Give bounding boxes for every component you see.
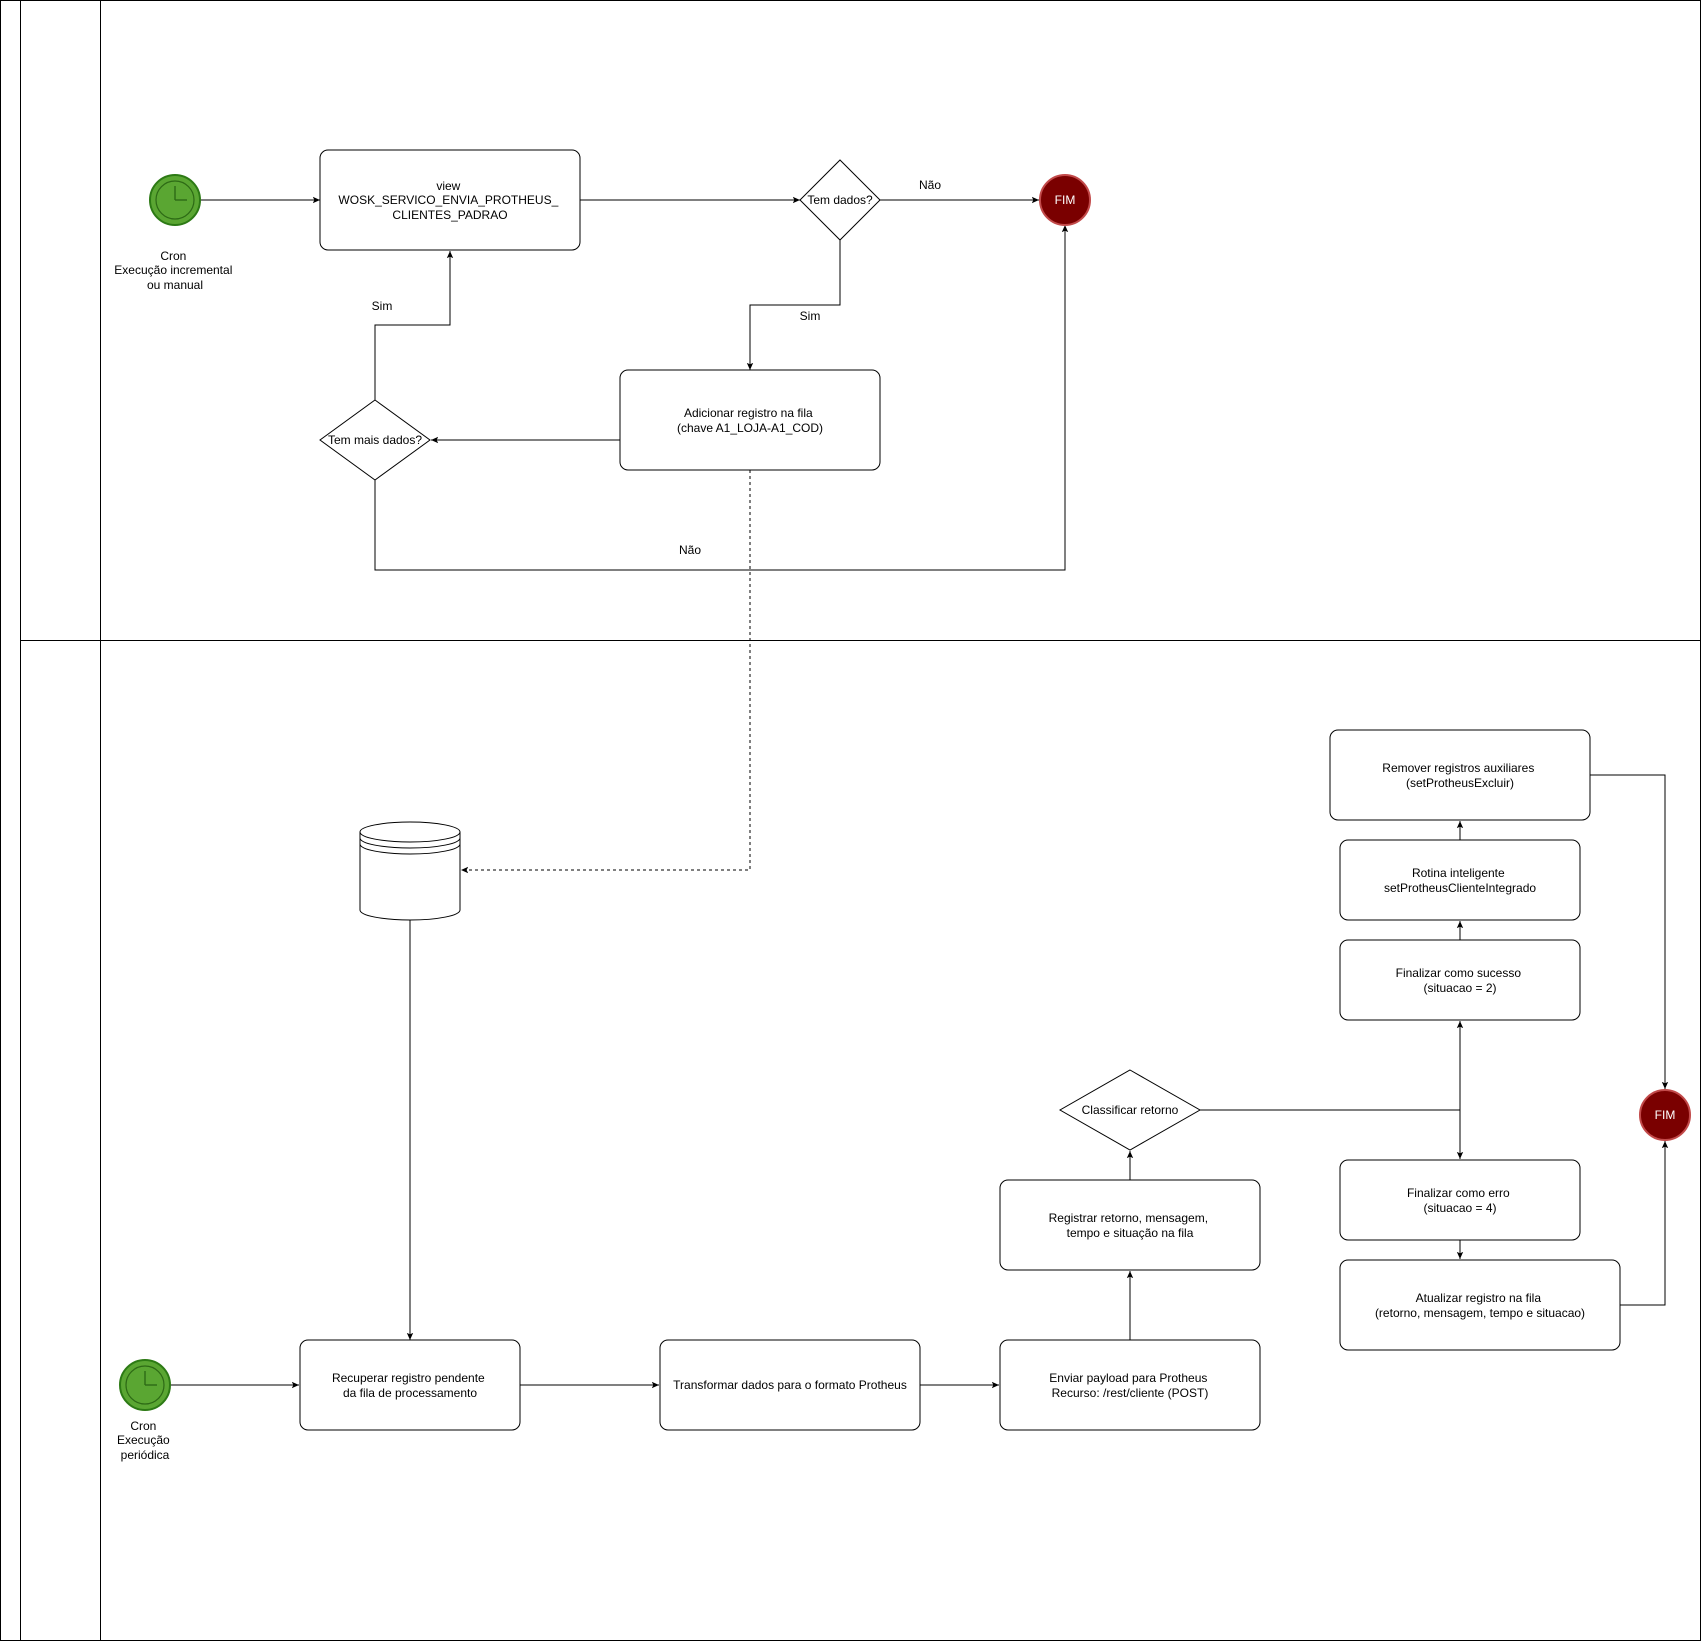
lane2-connectors — [171, 774, 1669, 1389]
svg-text:Tem dados?: Tem dados? — [807, 193, 873, 207]
clock-icon — [155, 180, 195, 220]
success-task[interactable]: Finalizar como sucesso (situacao = 2) — [1339, 939, 1581, 1021]
decision-tem-dados[interactable]: Tem dados? — [799, 159, 881, 241]
lane1-connectors — [201, 196, 1069, 874]
svg-text:Adicionar registro na fila: Adicionar registro na fila (chave A1_LOJ… — [677, 406, 823, 435]
recover-task[interactable]: Recuperar registro pendente da fila de p… — [299, 1339, 521, 1431]
svg-text:Finalizar como erro (sit: Finalizar como erro (situacao = 4) — [1407, 1186, 1513, 1215]
remove-aux-task[interactable]: Remover registros auxiliares (setProtheu… — [1329, 729, 1591, 821]
svg-text:Tem mais dados?: Tem mais dados? — [328, 433, 422, 447]
edge-more-to-view — [374, 251, 454, 400]
svg-text:Enviar payload para Protheus: Enviar payload para Protheus Recurso: /r… — [1049, 1371, 1210, 1400]
edge-add-to-datastore — [461, 470, 751, 874]
end-event-icon: FIM — [1655, 1108, 1676, 1122]
lane1-start-event[interactable] — [149, 174, 201, 226]
lane2-start-event[interactable] — [119, 1359, 171, 1411]
register-task[interactable]: Registrar retorno, mensagem, tempo e sit… — [999, 1179, 1261, 1271]
label-nao-1: Não — [919, 178, 941, 192]
send-task[interactable]: Enviar payload para Protheus Recurso: /r… — [999, 1339, 1261, 1431]
end-event-icon: FIM — [1055, 193, 1076, 207]
decision-classificar-retorno[interactable]: Classificar retorno — [1058, 1069, 1202, 1151]
lane2-end-event[interactable]: FIM — [1639, 1089, 1691, 1141]
smart-routine-task[interactable]: Rotina inteligente setProtheusClienteInt… — [1339, 839, 1581, 921]
edge-update-to-end — [1620, 1141, 1669, 1306]
add-queue-task[interactable]: Adicionar registro na fila (chave A1_LOJ… — [619, 369, 881, 471]
svg-text:Rotina inteligente setPr: Rotina inteligente setProtheusClienteInt… — [1384, 866, 1536, 895]
svg-text:Remover registros auxiliares: Remover registros auxiliares (setProtheu… — [1382, 761, 1537, 790]
svg-text:view WOSK_SERVICO_ENVIA_: view WOSK_SERVICO_ENVIA_PROTHEUS_ CLIENT… — [338, 179, 561, 222]
edge-decision-to-add — [746, 240, 841, 370]
svg-text:Atualizar registro na fila: Atualizar registro na fila (retorno, men… — [1375, 1291, 1585, 1320]
transform-task[interactable]: Transformar dados para o formato Protheu… — [659, 1339, 921, 1431]
label-nao-2: Não — [679, 543, 701, 557]
svg-text:Transformar dados para o forma: Transformar dados para o formato Protheu… — [673, 1378, 907, 1392]
svg-text:Finalizar como sucesso (: Finalizar como sucesso (situacao = 2) — [1396, 966, 1525, 995]
clock-icon — [125, 1365, 165, 1405]
label-sim-2: Sim — [372, 299, 393, 313]
edge-more-to-end — [374, 225, 1069, 571]
svg-text:Registrar retorno, mensagem,: Registrar retorno, mensagem, tempo e sit… — [1049, 1211, 1212, 1240]
error-task[interactable]: Finalizar como erro (situacao = 4) — [1339, 1159, 1581, 1241]
database-icon — [359, 821, 461, 921]
label-sim-1: Sim — [800, 309, 821, 323]
datastore[interactable] — [359, 821, 461, 921]
update-queue-task[interactable]: Atualizar registro na fila (retorno, men… — [1339, 1259, 1621, 1351]
decision-tem-mais-dados[interactable]: Tem mais dados? — [319, 399, 431, 481]
lane2-start-label: Cron Execução periódica — [117, 1419, 173, 1462]
svg-text:Recuperar registro pendente: Recuperar registro pendente da fila de p… — [332, 1371, 488, 1400]
lane1-end-event[interactable]: FIM — [1039, 174, 1091, 226]
lane1-start-label: Cron Execução incremental ou manual — [114, 249, 235, 292]
view-task[interactable]: view WOSK_SERVICO_ENVIA_PROTHEUS_ CLIENT… — [319, 149, 581, 251]
svg-text:Classificar retorno: Classificar retorno — [1082, 1103, 1179, 1117]
edge-remove-to-end — [1590, 774, 1669, 1089]
